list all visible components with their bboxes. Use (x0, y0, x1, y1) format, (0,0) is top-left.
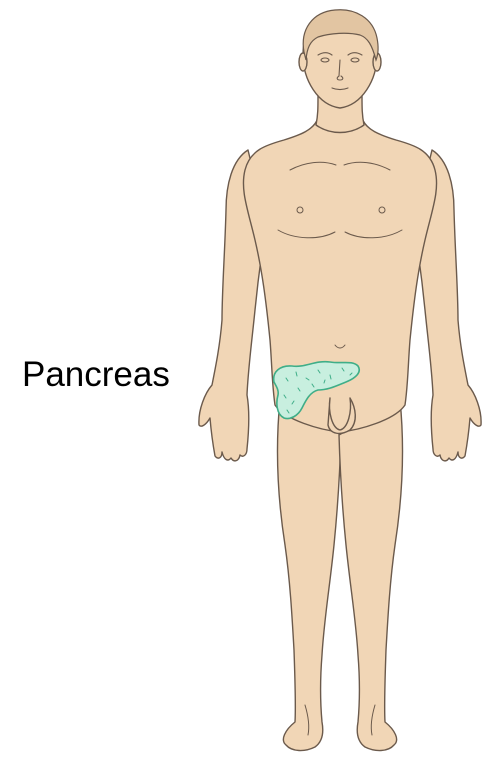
pancreas-label: Pancreas (22, 357, 170, 392)
left-leg (278, 400, 341, 751)
right-leg (339, 400, 402, 751)
